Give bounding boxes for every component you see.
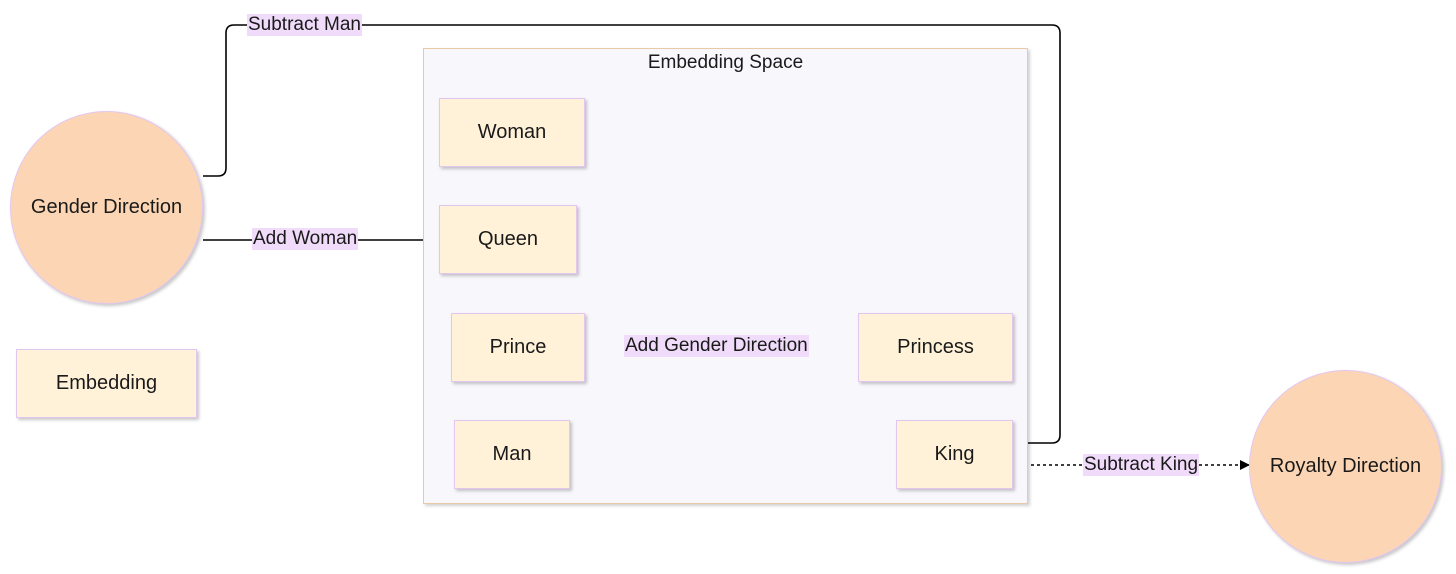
- node-man[interactable]: Man: [454, 420, 570, 489]
- node-prince[interactable]: Prince: [451, 313, 585, 382]
- edge-label-subtract-man: Subtract Man: [247, 14, 362, 36]
- embedding-space-title: Embedding Space: [647, 52, 804, 73]
- node-king[interactable]: King: [896, 420, 1013, 489]
- node-queen[interactable]: Queen: [439, 205, 577, 274]
- node-princess[interactable]: Princess: [858, 313, 1013, 382]
- edge-label-add-woman: Add Woman: [252, 228, 359, 250]
- node-embedding[interactable]: Embedding: [16, 349, 197, 418]
- node-gender-direction[interactable]: Gender Direction: [10, 111, 203, 304]
- node-woman[interactable]: Woman: [439, 98, 585, 167]
- edge-label-subtract-king: Subtract King: [1083, 454, 1200, 476]
- edge-subtract-man: [203, 24, 1061, 444]
- node-royalty-direction[interactable]: Royalty Direction: [1249, 370, 1442, 563]
- edge-label-add-gender-direction: Add Gender Direction: [624, 335, 809, 357]
